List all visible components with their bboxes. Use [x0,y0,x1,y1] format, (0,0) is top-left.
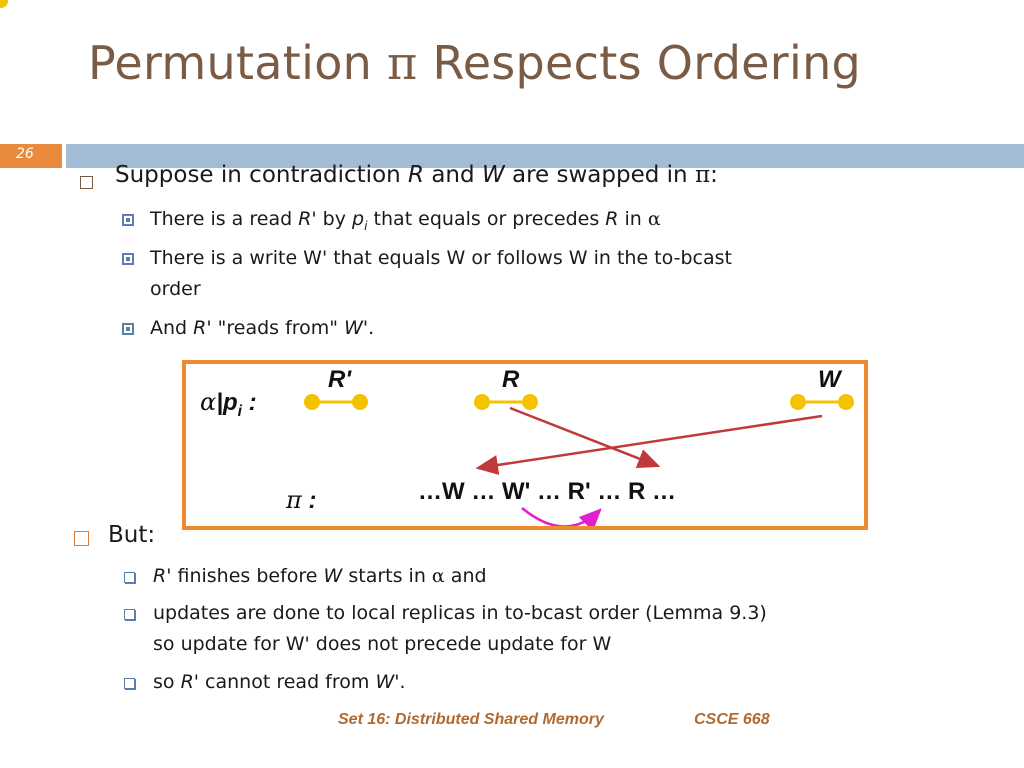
bullet-but: But: [108,522,156,548]
pi-row-label: π : [286,486,317,514]
w-to-sequence-arrow [475,414,823,475]
r-end-dot [522,394,538,410]
bullet-cannot: so R' cannot read from W'. [153,671,406,693]
bullet-and: And R' "reads from" W'. [150,317,375,339]
op-label-w: W [818,366,841,393]
shadow-square-bullet-icon [124,678,135,689]
w-end-dot [838,394,854,410]
header-band-accent [0,144,62,168]
op-label-r: R [502,366,520,393]
shadow-square-bullet-icon [124,609,135,620]
shadow-square-bullet-icon [124,572,135,583]
op-label-rprime: R' [328,366,352,393]
rprime-end-dot [352,394,368,410]
bullet-suppose: Suppose in contradiction R and W are swa… [115,162,718,188]
bullet-read: There is a read R' by pi that equals or … [150,208,661,233]
bullet-write: There is a write W' that equals W or fol… [150,247,732,300]
square-bullet-icon [122,214,134,226]
square-bullet-icon [122,323,134,335]
diagram-svg [304,394,854,526]
header-band [66,144,1024,168]
w-start-dot [790,394,806,410]
pi-sequence: …W … W' … R' … R … [418,478,677,505]
bullet-updates: updates are done to local replicas in to… [153,602,767,655]
slide-title: Permutation π Respects Ordering [88,36,862,90]
r-to-sequence-arrow [509,406,661,469]
corner-dot [0,0,8,8]
ordering-diagram: R' R W α|pi : π : …W … W' … R' … R … [182,360,868,530]
rprime-start-dot [304,394,320,410]
footer-course-title: Set 16: Distributed Shared Memory [338,711,604,728]
reads-from-curve [521,507,602,526]
slide-number: 26 [16,146,34,162]
square-bullet-icon [122,253,134,265]
alpha-pi-row-label: α|pi : [200,388,257,420]
hollow-square-bullet-icon [74,531,89,546]
footer-course-code: CSCE 668 [694,711,770,728]
r-start-dot [474,394,490,410]
hollow-square-bullet-icon [80,176,93,189]
bullet-finishes: R' finishes before W starts in α and [153,565,487,587]
